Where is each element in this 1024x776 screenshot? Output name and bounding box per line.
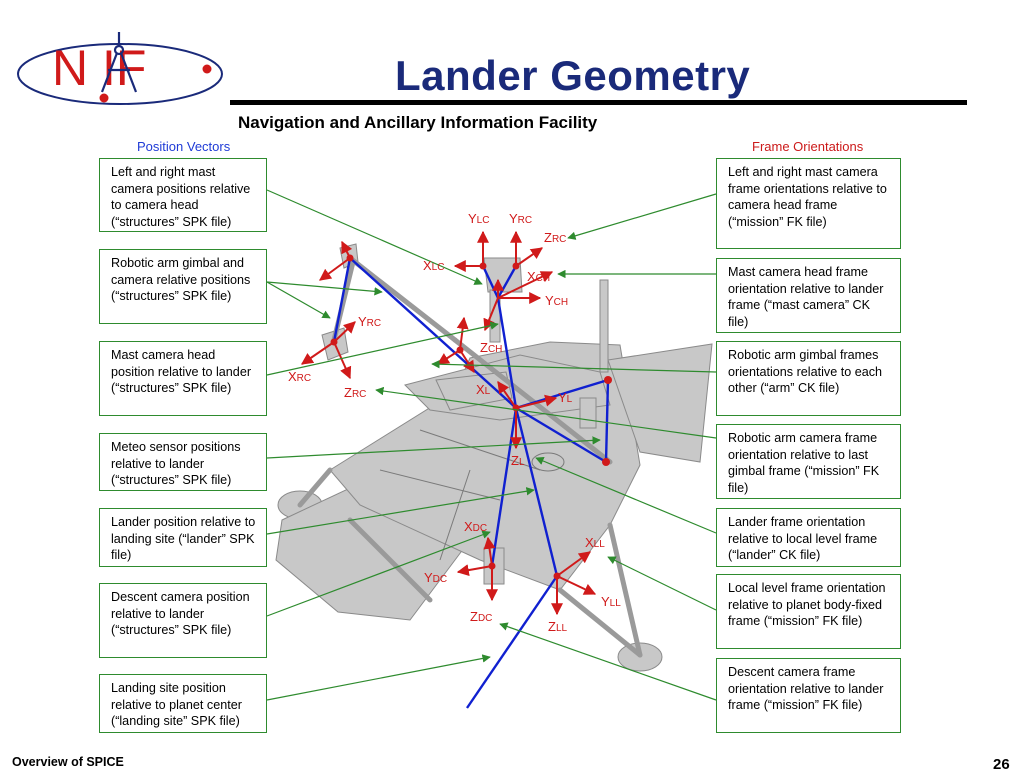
label-yrc-top: YRC [509, 211, 532, 226]
lander-body [275, 243, 713, 672]
naif-logo: N IF [17, 32, 223, 105]
label-yrc-arm: YRC [358, 314, 381, 329]
footer-course-title: Overview of SPICE [12, 755, 124, 769]
pv-box-meteo: Meteo sensor positions relative to lande… [99, 433, 267, 491]
fo-box-arm-camera: Robotic arm camera frame orientation rel… [716, 424, 901, 499]
label-ydc: YDC [424, 570, 447, 585]
frame-orientations-heading: Frame Orientations [752, 139, 864, 154]
pv-box-lander: Lander position relative to landing site… [99, 508, 267, 567]
pv-box-descent-camera: Descent camera position relative to land… [99, 583, 267, 658]
title-rule [230, 100, 967, 105]
fo-box-descent-camera: Descent camera frame orientation relativ… [716, 658, 901, 733]
label-xll: XLL [585, 535, 605, 550]
label-zch: ZCH [480, 340, 502, 355]
label-yll: YLL [601, 594, 621, 609]
fo-box-arm-gimbal: Robotic arm gimbal frames orientations r… [716, 341, 901, 416]
label-zdc: ZDC [470, 609, 492, 624]
position-vectors-heading: Position Vectors [137, 139, 231, 154]
pv-box-arm-gimbal: Robotic arm gimbal and camera relative p… [99, 249, 267, 324]
pv-box-mast-head: Mast camera head position relative to la… [99, 341, 267, 416]
label-zll: ZLL [548, 619, 568, 634]
label-ylc: YLC [468, 211, 489, 226]
page-number: 26 [993, 756, 1010, 773]
page-subtitle: Navigation and Ancillary Information Fac… [238, 113, 598, 132]
pv-box-mast-cameras: Left and right mast camera positions rel… [99, 158, 267, 232]
fo-box-lander: Lander frame orientation relative to loc… [716, 508, 901, 567]
label-xlc: XLC [423, 258, 444, 273]
fo-box-mast-head: Mast camera head frame orientation relat… [716, 258, 901, 333]
fo-box-mast-cameras: Left and right mast camera frame orienta… [716, 158, 901, 249]
label-xl: XL [476, 382, 491, 397]
logo-text: N IF [52, 40, 146, 96]
fo-box-local-level: Local level frame orientation relative t… [716, 574, 901, 649]
pv-box-landing-site: Landing site position relative to planet… [99, 674, 267, 733]
label-xch: XCH [527, 269, 550, 284]
label-yl: YL [558, 390, 573, 405]
label-zl: ZL [511, 453, 525, 468]
label-xrc: XRC [288, 369, 311, 384]
label-ych: YCH [545, 293, 568, 308]
label-xdc: XDC [464, 519, 487, 534]
label-zrc-arm: ZRC [344, 385, 366, 400]
page-title: Lander Geometry [395, 52, 751, 99]
label-zrc-top: ZRC [544, 230, 566, 245]
